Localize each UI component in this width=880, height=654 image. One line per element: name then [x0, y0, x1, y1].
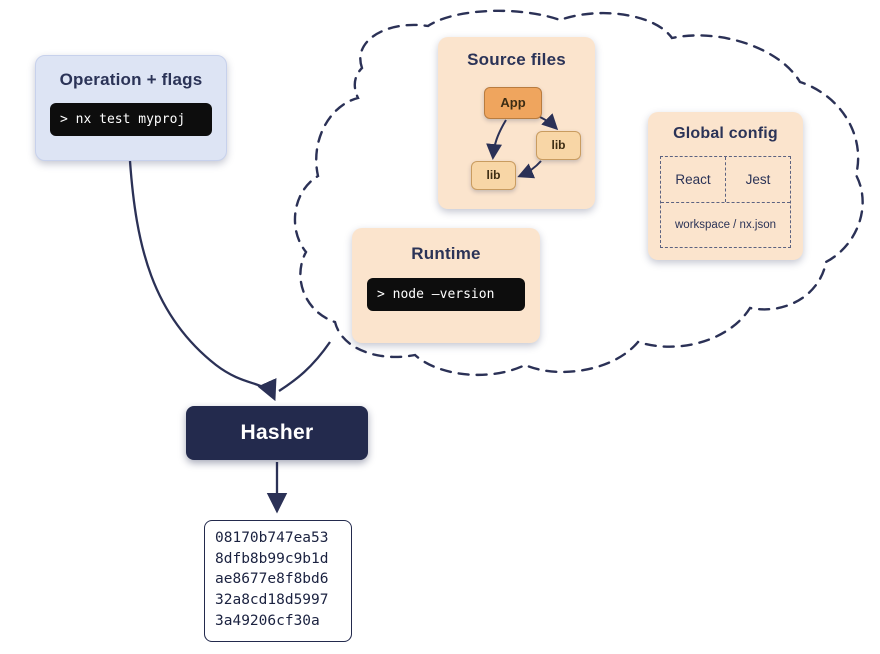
hash-line: 32a8cd18d5997 — [215, 592, 329, 609]
edge-lib-right-to-lib-bottom — [517, 160, 542, 179]
app-node-label: App — [500, 95, 526, 110]
hasher-label: Hasher — [240, 421, 314, 444]
source-files-card: Source files App lib lib — [438, 37, 595, 209]
lib-node-right: lib — [536, 131, 581, 160]
global-config-cell-workspace: workspace / nx.json — [675, 218, 776, 231]
app-node: App — [484, 87, 542, 119]
global-config-cell-jest: Jest — [745, 171, 771, 187]
source-files-card-title: Source files — [467, 50, 566, 69]
runtime-card-title: Runtime — [411, 244, 481, 263]
runtime-card: Runtime > node –version — [352, 228, 540, 343]
hash-line: 08170b747ea53 — [215, 530, 329, 546]
global-config-card: Global config React Jest workspace / nx.… — [648, 112, 803, 260]
arrow-operation-to-hasher — [128, 160, 277, 402]
global-config-cell-react: React — [661, 157, 726, 202]
lib-node-right-label: lib — [551, 138, 566, 152]
hash-output-box: 08170b747ea53 8dfb8b99c9b1d ae8677e8f8bd… — [204, 520, 352, 642]
operation-terminal: > nx test myproj — [50, 103, 212, 136]
edge-app-to-lib-right — [539, 113, 559, 131]
operation-card: Operation + flags > nx test myproj — [35, 55, 227, 161]
runtime-terminal: > node –version — [367, 278, 525, 311]
lib-node-bottom: lib — [471, 161, 516, 190]
runtime-command-text: > node –version — [377, 287, 495, 302]
hash-line: 8dfb8b99c9b1d — [215, 550, 329, 567]
global-config-card-title: Global config — [673, 125, 778, 142]
hasher-box: Hasher — [186, 406, 368, 460]
hash-line: 3a49206cf30a — [215, 612, 320, 629]
hash-line: ae8677e8f8bd6 — [215, 571, 329, 588]
edge-app-to-lib-bottom — [486, 119, 507, 160]
operation-card-title: Operation + flags — [59, 70, 203, 89]
global-config-grid: React Jest workspace / nx.json — [660, 156, 791, 248]
lib-node-bottom-label: lib — [486, 168, 501, 182]
operation-command-text: > nx test myproj — [60, 112, 186, 127]
arrow-environment-to-hasher — [278, 341, 331, 392]
global-config-top-row: React Jest — [661, 157, 790, 203]
